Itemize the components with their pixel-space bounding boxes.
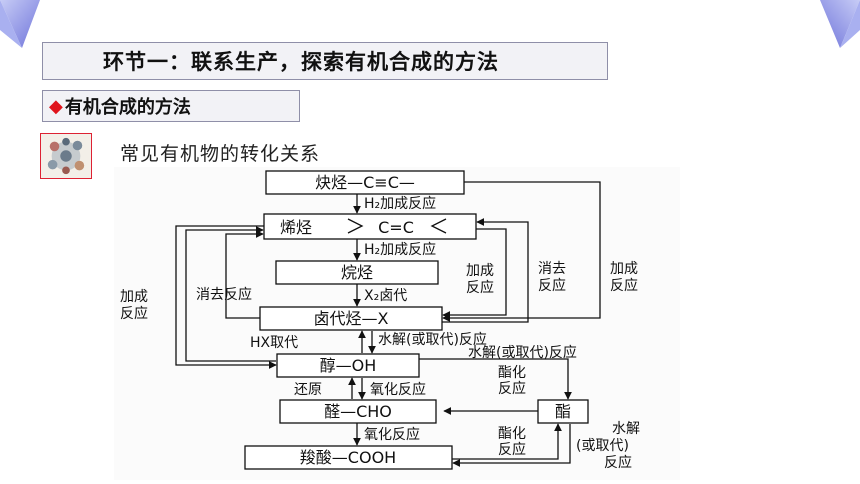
label-elim-right-1: 消去	[538, 261, 566, 277]
label-ester-hyd-3: 反应	[604, 454, 632, 471]
label-acid: 羧酸—COOH	[300, 448, 396, 467]
label-add-mid-1: 加成	[466, 263, 494, 279]
label-add-right-2: 反应	[610, 277, 638, 294]
diamond-icon: ◆	[49, 95, 63, 117]
label-ester: 酯	[555, 402, 571, 421]
label-hx-sub: HX取代	[250, 335, 298, 351]
label-x2-sub: X₂卤代	[364, 288, 407, 304]
label-oxidation-2: 氧化反应	[364, 426, 420, 443]
section-title: 环节一：联系生产，探索有机合成的方法	[42, 42, 608, 80]
label-elimination-left: 消去反应	[196, 286, 252, 303]
label-reduction: 还原	[294, 382, 322, 398]
subsection-title: ◆ 有机合成的方法	[42, 90, 300, 122]
label-ester-1-2: 反应	[498, 380, 526, 397]
corner-decoration-right	[820, 0, 860, 48]
node-acid	[244, 445, 453, 470]
arrow-alkene-halide	[442, 228, 507, 319]
arrow-acid-ester	[452, 423, 562, 460]
label-ester-2-1: 酯化	[498, 426, 526, 442]
label-ester-hyd-1: 水解	[612, 421, 640, 437]
arrow-ester-acid	[452, 424, 571, 467]
diagram-caption: 常见有机物的转化关系	[120, 143, 321, 165]
label-alkyne: 炔烃—C≡C—	[315, 173, 415, 192]
label-aldehyde: 醛—CHO	[324, 402, 392, 421]
label-h2-add-1: H₂加成反应	[364, 195, 436, 212]
label-alkene: 烯烃	[280, 218, 312, 237]
label-alkane: 烷烃	[341, 263, 373, 282]
arrow-alkene-alcohol	[175, 225, 277, 369]
label-ester-2-2: 反应	[498, 441, 526, 458]
section-title-text: 环节一：联系生产，探索有机合成的方法	[103, 50, 499, 74]
label-add-left-2: 反应	[120, 305, 148, 322]
label-oxidation-1: 氧化反应	[370, 381, 426, 398]
conversion-diagram: 炔烃—C≡C— 烯烃 C=C 烷烃 卤代烃—X 醇—OH 醛—CHO 羧酸—CO…	[114, 167, 680, 480]
subsection-title-text: 有机合成的方法	[64, 97, 191, 118]
label-halide: 卤代烃—X	[314, 309, 389, 328]
reaction-arrows	[175, 181, 601, 467]
node-alkene	[263, 213, 477, 240]
label-elim-right-2: 反应	[538, 277, 566, 294]
label-add-right-1: 加成	[610, 261, 638, 277]
label-h2-add-2: H₂加成反应	[364, 241, 436, 258]
label-alkene-formula: C=C	[378, 218, 414, 237]
arrow-halide-alkene-2	[442, 218, 529, 323]
molecule-image	[40, 133, 92, 179]
arrow-alkyne-halide	[442, 181, 601, 322]
node-alcohol	[276, 353, 420, 378]
corner-decoration-left	[0, 0, 40, 48]
label-alcohol: 醇—OH	[320, 356, 377, 375]
arrow-halide-alkene	[225, 230, 264, 319]
node-aldehyde	[279, 399, 437, 424]
label-ester-hyd-2: (或取代)	[576, 438, 629, 454]
label-hydrolysis-2: 水解(或取代)反应	[468, 344, 577, 361]
arrow-alcohol-alkene	[185, 226, 276, 362]
label-add-mid-2: 反应	[466, 279, 494, 296]
label-hydrolysis-1: 水解(或取代)反应	[378, 331, 487, 348]
arrow-alcohol-ester	[419, 358, 572, 400]
label-add-left-1: 加成	[120, 289, 148, 305]
label-ester-1-1: 酯化	[498, 365, 526, 381]
alkene-bracket-marks	[347, 218, 447, 234]
